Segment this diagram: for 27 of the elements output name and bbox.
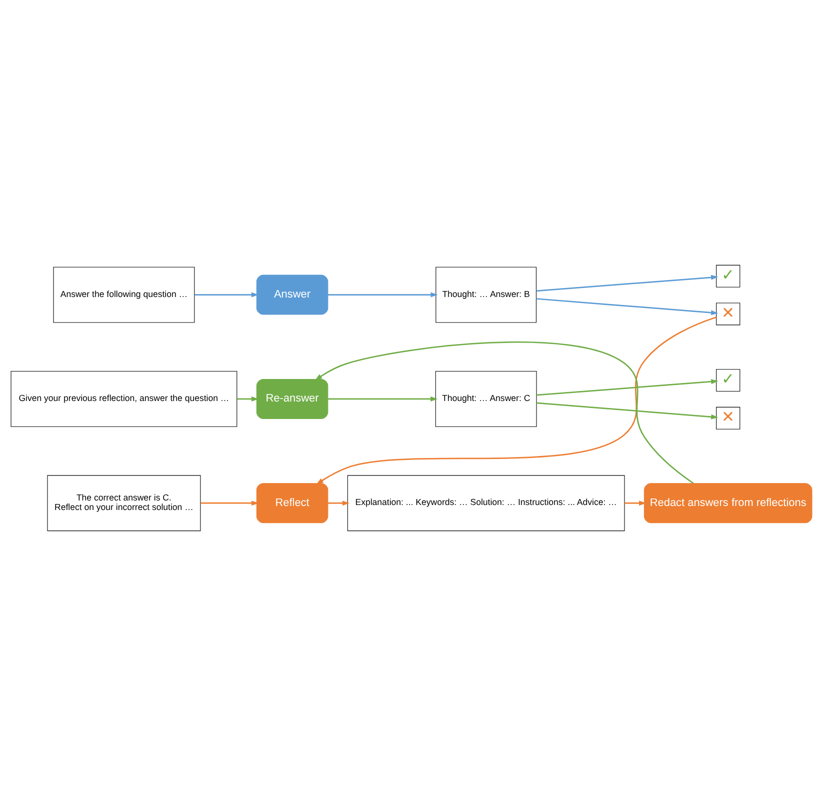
arrow [236,396,259,401]
node-box: Explanation: ... Keywords: … Solution: … Instructions: ... Advice: … [347,474,625,531]
arrow [536,402,718,419]
arrow [200,500,259,506]
arrow [328,292,438,297]
node-box: Re-answer [256,378,328,418]
arrow [536,298,718,315]
node-box: Answer [256,274,328,314]
node-box: ✓ [716,368,740,392]
arrow [624,500,646,506]
node-box: ✕ [716,406,740,429]
node-box: Given your previous reflection, answer the question … [10,370,238,426]
arrow [536,378,718,396]
arrow [536,274,718,292]
node-box: ✓ [716,264,740,287]
node-box: Thought: … Answer: C [435,370,537,426]
arrow [328,500,350,506]
node-box: Thought: … Answer: B [436,266,536,322]
node-box: ✕ [716,302,740,325]
arrow [314,340,694,484]
node-box: Reflect [256,482,328,523]
node-box: Redact answers from reflections [644,482,812,523]
node-box: The correct answer is C. Reflect on your incorrect solution … [47,474,201,531]
node-box: Answer the following question … [53,266,195,322]
arrow [316,316,716,484]
arrow [194,292,259,297]
arrow [328,396,438,401]
